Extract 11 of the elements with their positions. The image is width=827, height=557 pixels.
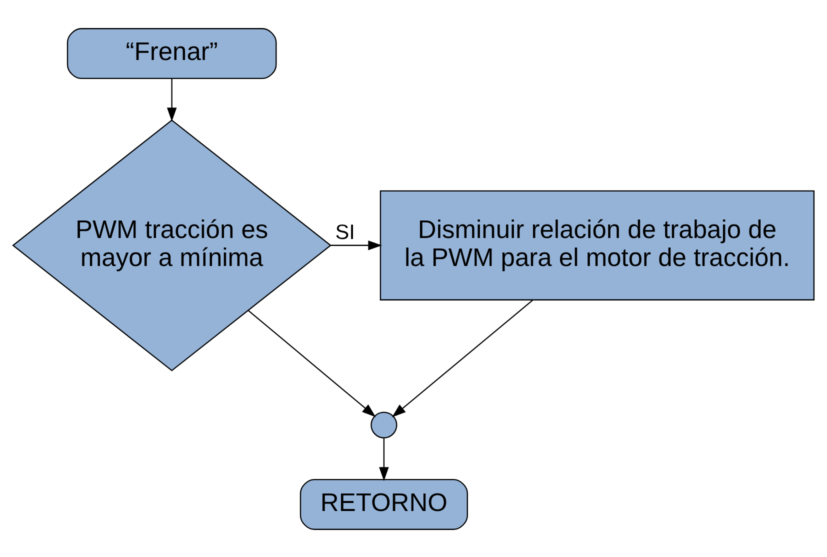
- arrow: [379, 437, 389, 481]
- node-diamond: PWM tracción es mayor a mínima: [12, 118, 332, 371]
- node-circle: [370, 411, 398, 438]
- arrow: [166, 78, 177, 122]
- arrow: [392, 299, 534, 417]
- node-box: Disminuir relación de trabajo de la PWM para el motor de tracción.: [380, 190, 815, 300]
- node-box: “Frenar”: [66, 28, 277, 79]
- node-box: RETORNO: [300, 478, 468, 530]
- arrow: [330, 240, 382, 250]
- arrow: [248, 310, 376, 417]
- edge-label: SI: [335, 220, 355, 244]
